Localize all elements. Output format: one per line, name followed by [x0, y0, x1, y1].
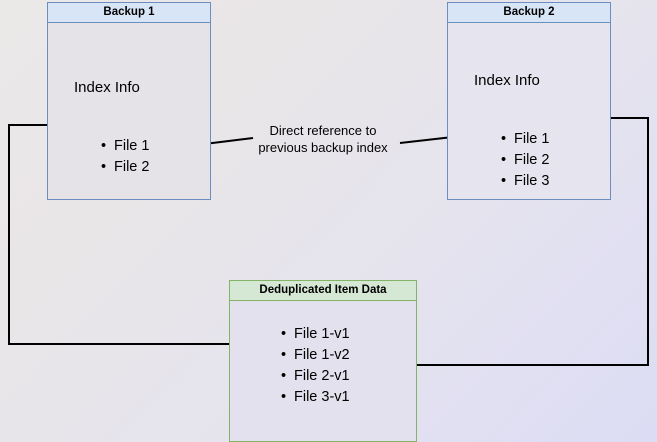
backup-1-file-list: File 1 File 2 — [98, 136, 150, 178]
edge-label-direct-reference: Direct reference to previous backup inde… — [248, 122, 398, 156]
backup-1-index-info-label: Index Info — [74, 79, 140, 96]
node-dedup-title: Deduplicated Item Data — [229, 280, 417, 301]
list-item: File 2 — [101, 157, 150, 178]
list-item: File 1 — [101, 136, 150, 157]
list-item: File 1 — [501, 129, 550, 150]
node-backup-1-title: Backup 1 — [47, 2, 211, 23]
node-dedup-body: File 1-v1 File 1-v2 File 2-v1 File 3-v1 — [229, 301, 417, 442]
backup-2-file-list: File 1 File 2 File 3 — [498, 129, 550, 192]
list-item: File 3-v1 — [281, 387, 350, 408]
list-item: File 2 — [501, 150, 550, 171]
edge-backup2-to-dedup — [388, 117, 649, 370]
list-item: File 1-v2 — [281, 345, 350, 366]
dedup-file-list: File 1-v1 File 1-v2 File 2-v1 File 3-v1 — [278, 324, 350, 408]
backup-2-index-info-label: Index Info — [474, 72, 540, 89]
node-backup-2-body: Index Info File 1 File 2 File 3 — [447, 23, 611, 200]
edge-label-line-1: Direct reference to — [269, 123, 377, 138]
list-item: File 3 — [501, 171, 550, 192]
list-item: File 1-v1 — [281, 324, 350, 345]
node-backup-2-title: Backup 2 — [447, 2, 611, 23]
node-backup-1-body: Index Info File 1 File 2 — [47, 23, 211, 200]
node-backup-1[interactable]: Backup 1 Index Info File 1 File 2 — [47, 2, 211, 200]
node-deduplicated-item-data[interactable]: Deduplicated Item Data File 1-v1 File 1-… — [229, 280, 417, 442]
list-item: File 2-v1 — [281, 366, 350, 387]
node-backup-2[interactable]: Backup 2 Index Info File 1 File 2 File 3 — [447, 2, 611, 200]
edge-label-line-2: previous backup index — [258, 140, 388, 155]
